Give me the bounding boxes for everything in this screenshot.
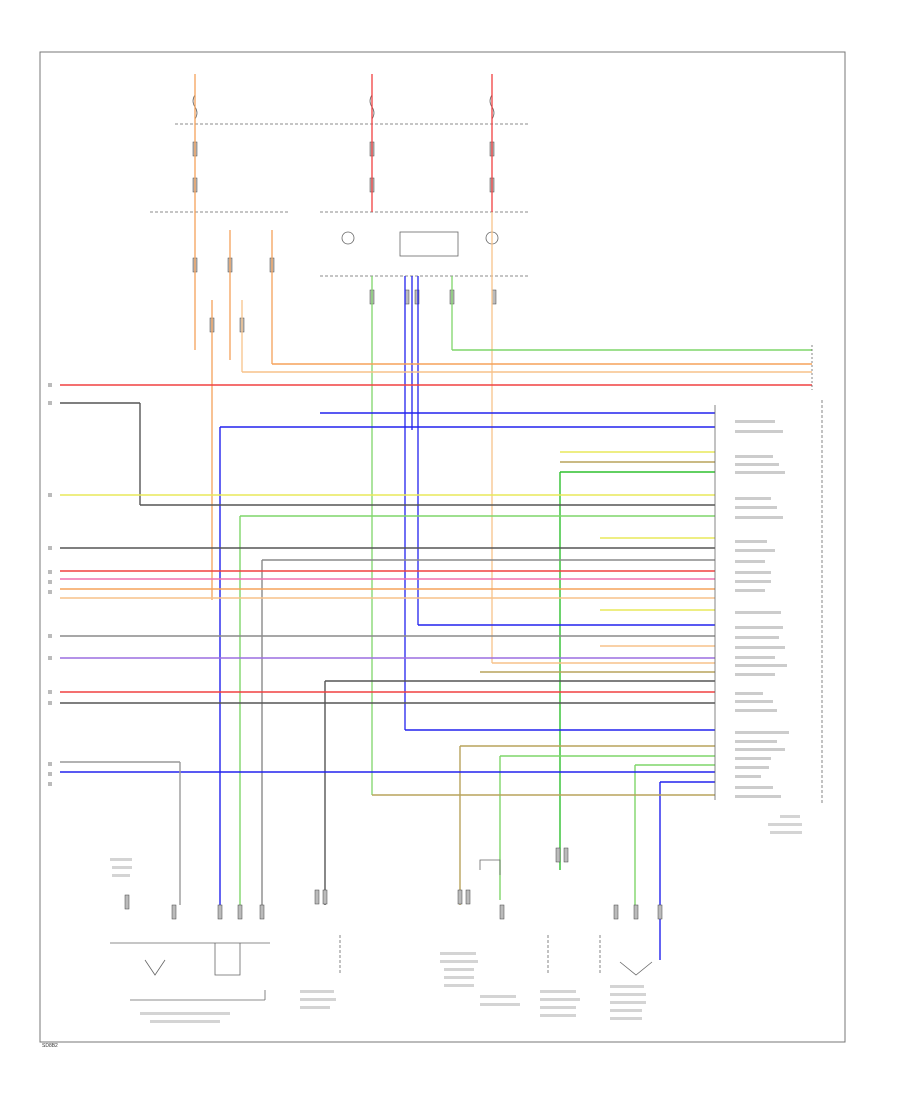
fuse-connectors	[192, 141, 497, 333]
left-wire-markers	[48, 383, 52, 786]
relay-box	[399, 231, 459, 257]
fuse-box-section	[150, 94, 530, 277]
page-code: SD8B2	[42, 1043, 58, 1049]
component-labels	[110, 815, 802, 1023]
vertical-feeds	[194, 74, 493, 795]
component-connectors	[124, 847, 663, 920]
diagram-border	[39, 51, 846, 1043]
ecm-pin-labels	[735, 420, 789, 798]
ecm-terminals	[714, 345, 823, 805]
component-bodies	[110, 859, 653, 1001]
horizontal-wires	[60, 349, 812, 960]
